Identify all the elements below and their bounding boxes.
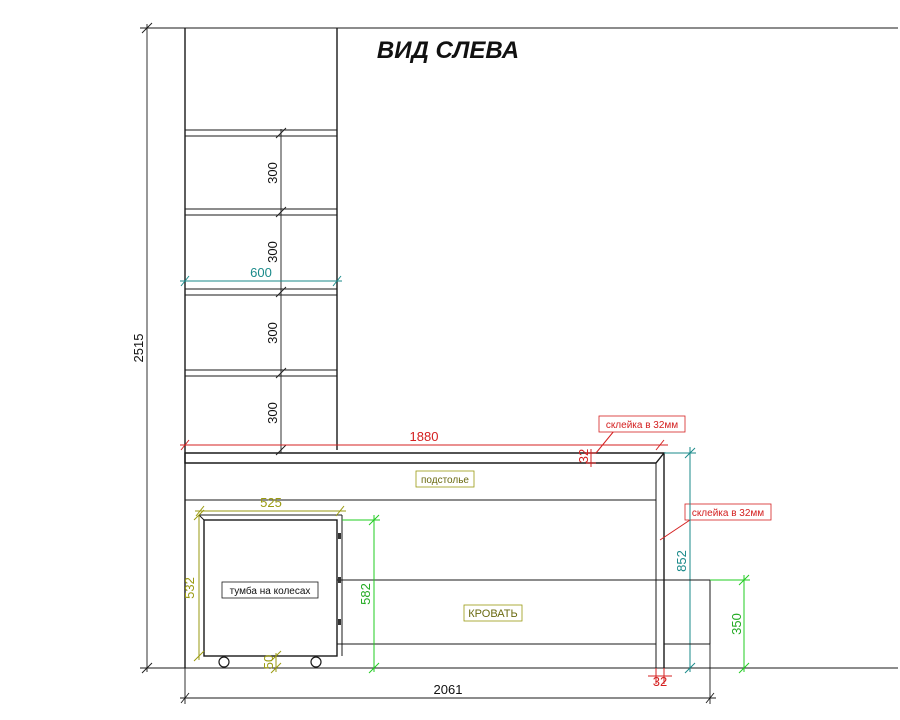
bed-height-dimension	[710, 574, 750, 674]
bed-side-height-dimension	[342, 514, 380, 674]
desk-structure	[184, 452, 666, 668]
shelf-2-height: 300	[265, 241, 280, 263]
shelf-4-height: 300	[265, 402, 280, 424]
pedestal-on-wheels	[198, 514, 343, 668]
desk-top	[184, 452, 666, 464]
gluing-note-side	[659, 503, 772, 541]
wheel-height-dimension	[270, 650, 282, 674]
shelf-board-4	[184, 369, 338, 377]
desk-height-value: 852	[674, 550, 689, 572]
overall-height-dimension	[141, 22, 153, 674]
shelf-1-height: 300	[265, 162, 280, 184]
desk-height-dimension	[664, 447, 696, 674]
pedestal-body	[203, 519, 338, 657]
overall-height-value: 2515	[131, 334, 146, 363]
wheel-right	[310, 656, 322, 668]
under-top-label-box	[415, 470, 475, 488]
total-length-value: 2061	[434, 682, 463, 697]
bookcase-tower	[184, 28, 338, 668]
shelf-depth-value: 600	[250, 265, 272, 280]
drawer-handle-2	[338, 577, 341, 583]
leg-thickness-value: 32	[653, 674, 667, 689]
shelf-depth-dimension	[180, 275, 342, 287]
view-title: ВИД СЛЕВА	[377, 37, 519, 64]
wheel-left	[218, 656, 230, 668]
pedestal-width-value: 525	[260, 495, 282, 510]
shelf-board-3	[184, 288, 338, 296]
gluing-note-top-text: склейка в 32мм	[606, 420, 678, 431]
gluing-note-side-text: склейка в 32мм	[692, 508, 764, 519]
desk-length-value: 1880	[410, 429, 439, 444]
drawer-handle-3	[338, 619, 341, 625]
shelf-board-2	[184, 208, 338, 216]
drawer-handle-1	[338, 533, 341, 539]
top-thickness-value: 32	[576, 449, 591, 463]
shelf-board-1	[184, 129, 338, 137]
pedestal-label: тумба на колесах	[230, 585, 311, 597]
bed-label-box	[463, 604, 523, 622]
gluing-note-top	[595, 415, 686, 454]
pedestal-label-box	[221, 581, 319, 599]
wheel-height-value: 50	[261, 655, 276, 669]
bed-height-value: 350	[729, 613, 744, 635]
shelf-spacing-dimensions	[275, 127, 287, 456]
bed-label: КРОВАТЬ	[468, 608, 517, 620]
pedestal-height-dimension	[193, 509, 205, 662]
top-thickness-dimension	[586, 449, 596, 467]
under-top-label: подстолье	[421, 475, 469, 486]
pedestal-width-dimension	[195, 505, 346, 517]
bed	[337, 579, 711, 645]
pedestal-height-value: 532	[182, 577, 197, 599]
leg-thickness-dimension	[648, 668, 672, 684]
bed-side-height-value: 582	[358, 583, 373, 605]
desk-length-dimension	[180, 439, 668, 451]
total-length-dimension	[180, 644, 716, 704]
shelf-3-height: 300	[265, 322, 280, 344]
